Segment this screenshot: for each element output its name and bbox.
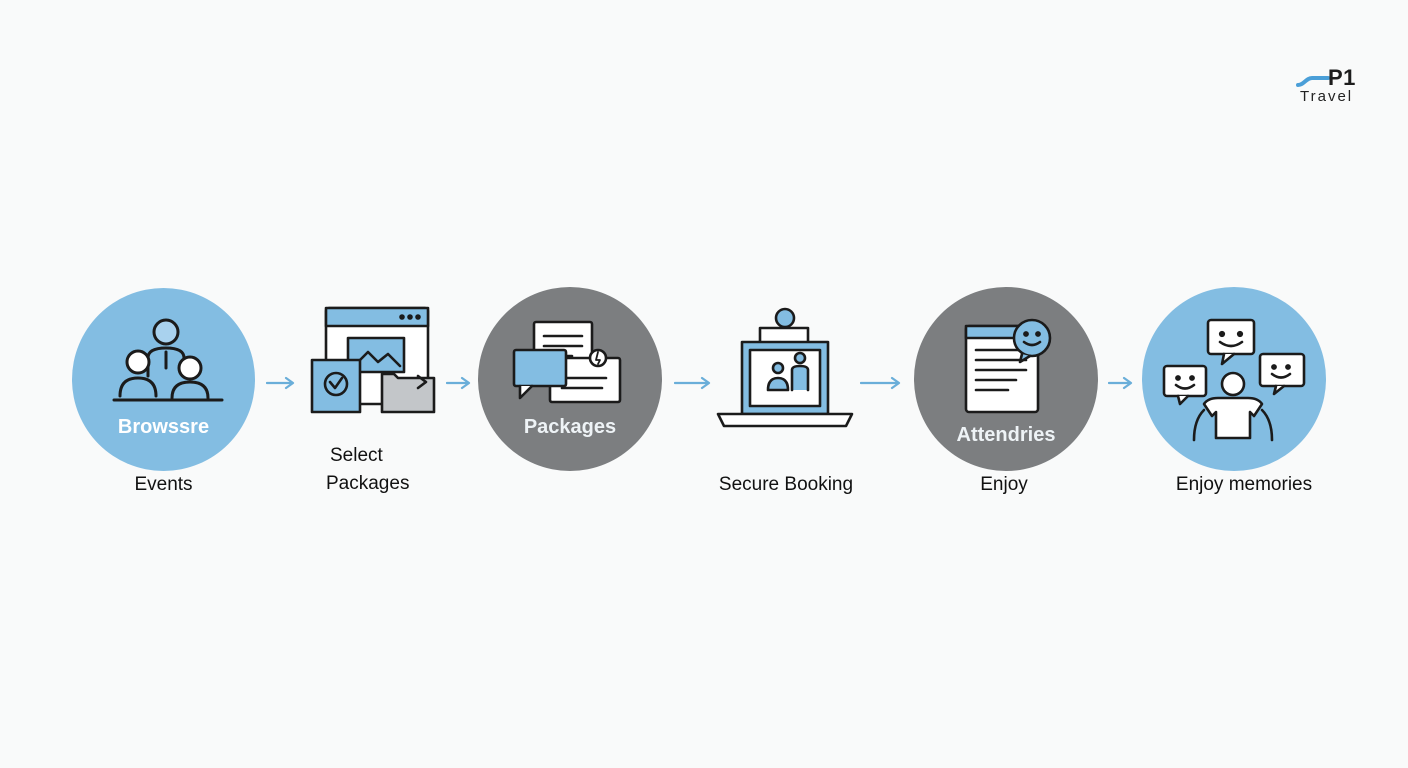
step-5-inner-label: Attendries [956,424,1056,446]
arrow-right-icon [860,376,901,390]
step-4-caption: Secure Booking [718,474,854,495]
step-2-caption-line2: Packages [326,473,410,494]
step-6-caption: Enjoy memories [1175,474,1313,495]
cards-icon [512,320,622,404]
brand-logo: P1 Travel [1292,62,1372,108]
step-1-inner-label: Browssre [117,416,210,438]
swoosh-icon [1296,76,1330,87]
step-5-caption: Enjoy [980,474,1028,495]
laptop-video-icon [716,307,854,428]
step-1-caption: Events [134,474,193,495]
step-1-circle [72,288,255,471]
people-chat-icon [1162,318,1306,442]
logo-subtitle: Travel [1300,88,1354,105]
browser-gallery-icon [310,306,436,414]
step-2-caption: Select Packages [326,442,409,498]
arrow-right-icon [446,376,471,390]
people-group-icon [112,318,224,402]
step-2-caption-line1: Select [330,445,383,466]
step-3-inner-label: Packages [523,416,617,438]
arrow-right-icon [1108,376,1133,390]
document-chat-icon [964,318,1052,414]
arrow-right-icon [266,376,295,390]
logo-title: P1 [1328,65,1356,90]
arrow-right-icon [674,376,711,390]
